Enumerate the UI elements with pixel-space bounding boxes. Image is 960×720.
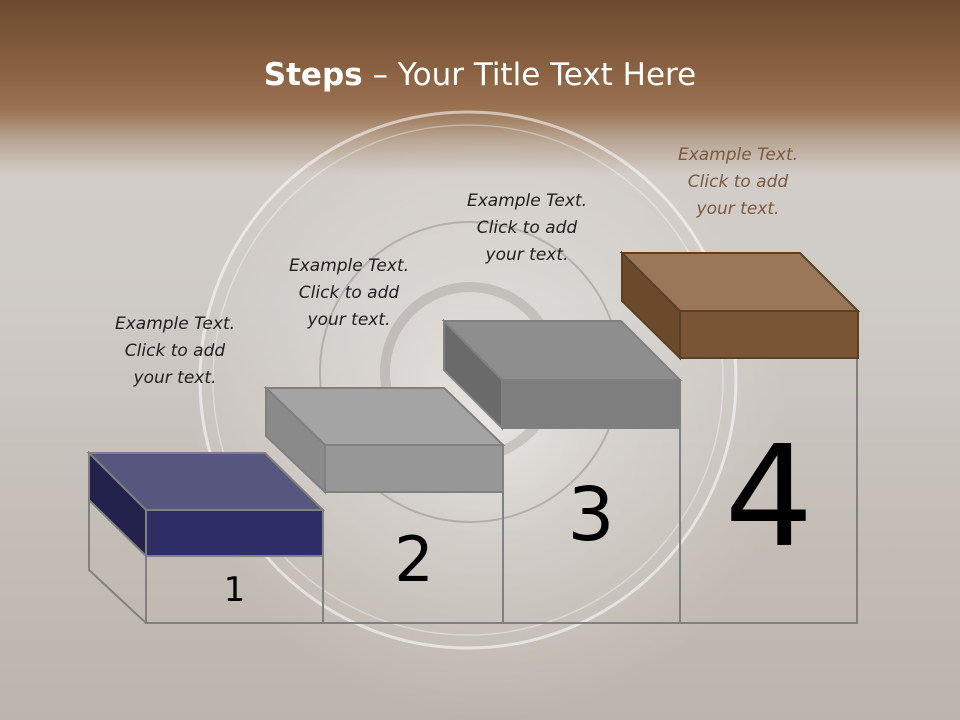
step-1-caption[interactable]: Example Text. Click to add your text. xyxy=(95,311,255,392)
caption-line: Example Text. xyxy=(466,191,588,211)
caption-line: Example Text. xyxy=(288,256,410,276)
caption-line: Click to add xyxy=(124,341,226,361)
caption-line: your text. xyxy=(485,245,569,265)
step-2-block xyxy=(263,385,506,495)
caption-line: Click to add xyxy=(687,172,789,192)
step-3-number: 3 xyxy=(567,472,615,558)
step-3-block xyxy=(441,318,683,431)
caption-line: Click to add xyxy=(298,283,400,303)
caption-line: your text. xyxy=(307,310,391,330)
caption-line: Example Text. xyxy=(114,314,236,334)
step-2-number: 2 xyxy=(394,523,434,596)
caption-line: your text. xyxy=(696,199,780,219)
slide-title[interactable]: Steps – Your Title Text Here xyxy=(0,55,960,95)
step-3-caption[interactable]: Example Text. Click to add your text. xyxy=(447,188,607,269)
title-bold: Steps xyxy=(263,57,363,93)
caption-line: your text. xyxy=(133,368,217,388)
caption-line: Example Text. xyxy=(677,145,799,165)
step-frames xyxy=(88,357,858,624)
title-rest: – Your Title Text Here xyxy=(362,57,697,93)
step-4-block xyxy=(619,250,861,361)
step-1-number: 1 xyxy=(223,570,246,610)
step-4-caption[interactable]: Example Text. Click to add your text. xyxy=(658,142,818,223)
step-4-number: 4 xyxy=(724,416,814,579)
caption-line: Click to add xyxy=(476,218,578,238)
step-1-block xyxy=(86,450,326,559)
step-2-caption[interactable]: Example Text. Click to add your text. xyxy=(269,253,429,334)
